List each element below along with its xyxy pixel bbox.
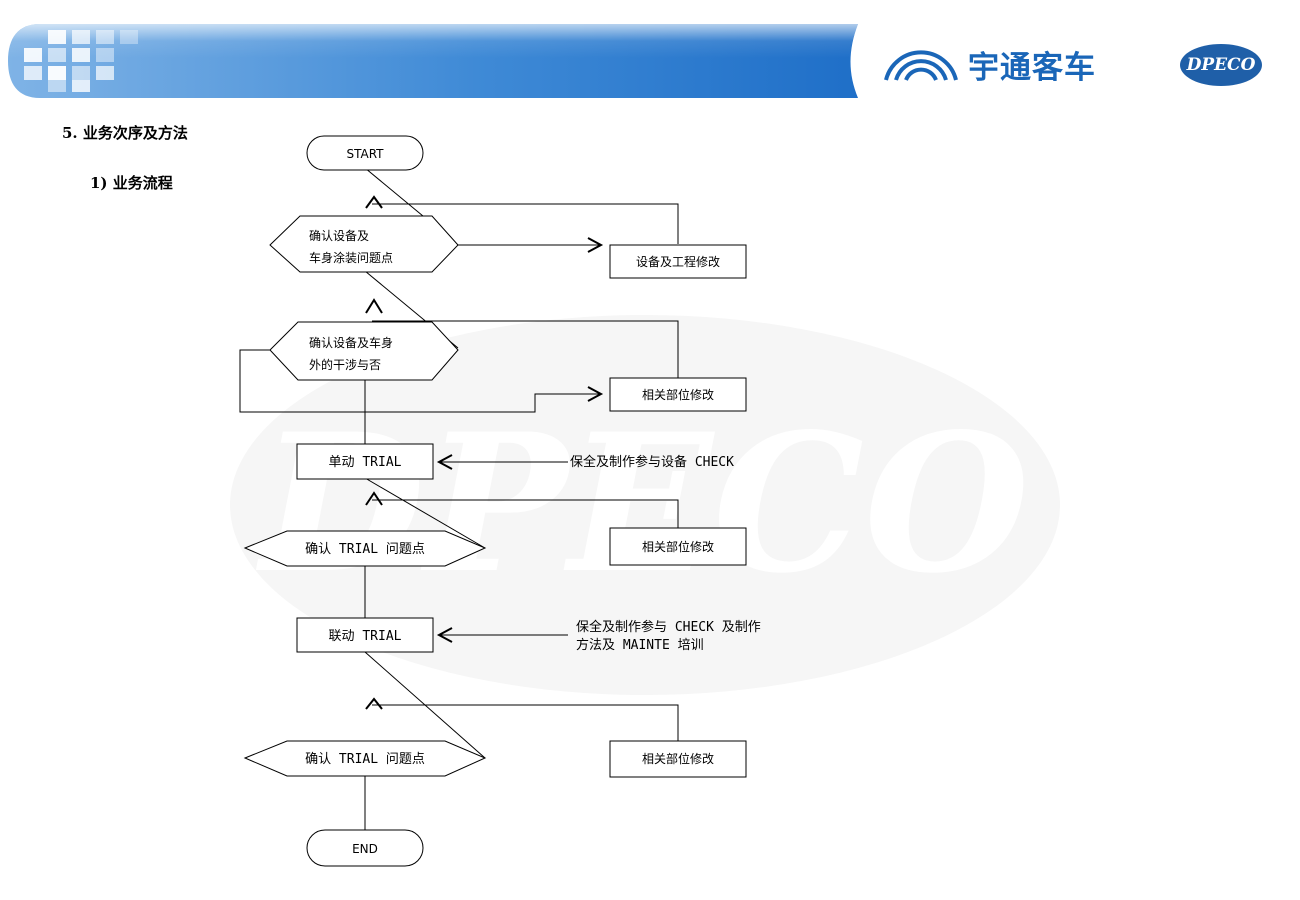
decision4-label: 确认 TRIAL 问题点: [305, 752, 425, 767]
decision-check-trial-issues-2: 确认 TRIAL 问题点: [243, 740, 487, 777]
dpeco-logo: DPECO: [1180, 44, 1262, 86]
decision1-line1: 确认设备及: [309, 229, 369, 243]
single-trial-note: 保全及制作参与设备 CHECK: [570, 454, 734, 470]
decorative-tiles: [24, 30, 138, 92]
decision1-line2: 车身涂装问题点: [309, 250, 393, 265]
fix2-label: 相关部位修改: [642, 387, 714, 402]
decision2-line1: 确认设备及车身: [309, 335, 393, 350]
decision-check-interference: 确认设备及车身 外的干涉与否: [269, 321, 459, 381]
linked-trial-note-line1: 保全及制作参与 CHECK 及制作: [576, 619, 761, 635]
process-related-part-modify-2: 相关部位修改: [609, 527, 747, 566]
brand-name: 宇通客车: [968, 50, 1096, 86]
fix3-label: 相关部位修改: [642, 539, 714, 554]
process-single-trial: 单动 TRIAL: [296, 443, 434, 480]
start-terminator: START: [306, 135, 424, 171]
single-trial-label: 单动 TRIAL: [329, 455, 402, 470]
process-equipment-modify: 设备及工程修改: [609, 244, 747, 279]
decision2-line2: 外的干涉与否: [309, 357, 381, 372]
watermark-text: DPECO: [255, 392, 1029, 615]
process-related-part-modify-1: 相关部位修改: [609, 377, 747, 412]
end-terminator: END: [306, 829, 424, 867]
end-label: END: [352, 842, 378, 856]
decision3-label: 确认 TRIAL 问题点: [305, 542, 425, 557]
process-linked-trial: 联动 TRIAL: [296, 617, 434, 653]
decision-check-trial-issues-1: 确认 TRIAL 问题点: [243, 530, 487, 567]
linked-trial-note-line2: 方法及 MAINTE 培训: [576, 637, 704, 653]
fix4-label: 相关部位修改: [642, 751, 714, 766]
fix1-label: 设备及工程修改: [636, 254, 720, 269]
section-title: 5. 业务次序及方法: [62, 124, 188, 142]
subsection-title: 1) 业务流程: [90, 174, 173, 192]
yutong-logo-icon: [884, 50, 958, 81]
decision-check-paint-issues: 确认设备及 车身涂装问题点: [269, 215, 459, 273]
flow-connectors: [239, 167, 679, 830]
arrowheads: [365, 195, 604, 710]
process-related-part-modify-3: 相关部位修改: [609, 740, 747, 778]
start-label: START: [346, 147, 384, 161]
header-banner: [8, 24, 958, 98]
linked-trial-label: 联动 TRIAL: [329, 629, 402, 644]
